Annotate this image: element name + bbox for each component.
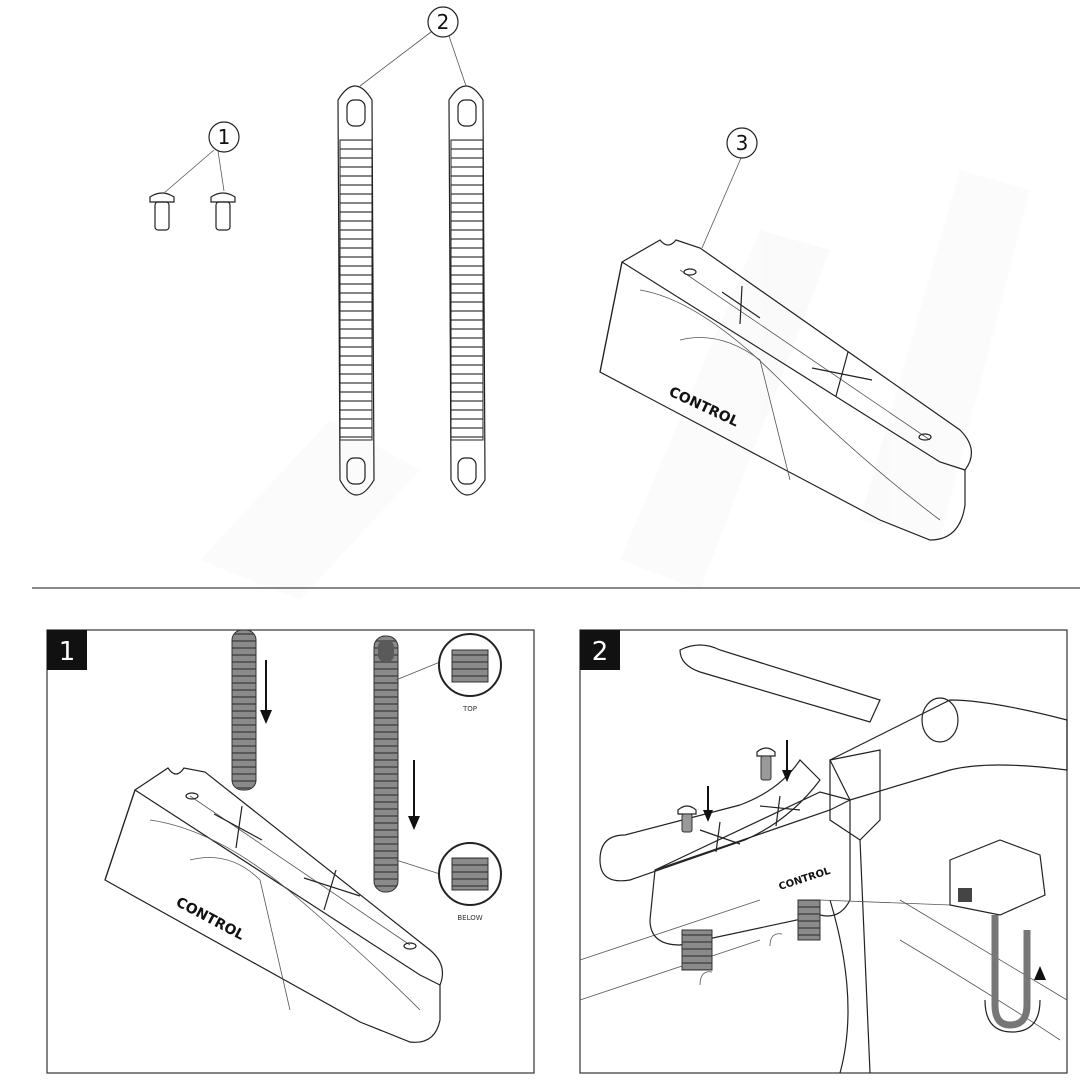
- down-arrow-icon: [782, 740, 792, 782]
- strap-right: [448, 85, 486, 496]
- step-1-panel: 1 CONTROL TOP: [46, 629, 535, 1074]
- callout-2-label: 2: [437, 10, 450, 34]
- bolt-left: [149, 192, 175, 231]
- step-2-number: 2: [592, 637, 609, 667]
- step-2-bolt-b: [756, 747, 776, 781]
- callout-3: 3: [726, 127, 758, 159]
- callout-2: 2: [427, 6, 459, 38]
- step-1-number: 1: [59, 637, 76, 667]
- callout-3-label: 3: [736, 131, 749, 155]
- down-arrow-icon: [703, 786, 713, 822]
- watermark: [200, 170, 1030, 600]
- step-2-panel: 2 CONTROL: [579, 629, 1068, 1074]
- detail-top-label: TOP: [462, 705, 477, 713]
- down-arrow-icon: [408, 760, 420, 830]
- callout-1: 1: [208, 121, 240, 153]
- step-1-strap-a: [231, 629, 257, 791]
- step-2-bolt-a: [677, 805, 697, 833]
- step-2-inset-detail: [949, 839, 1046, 1033]
- callout-1-label: 1: [218, 125, 231, 149]
- step-1-strap-b: [373, 635, 399, 893]
- bolt-parts: [149, 149, 236, 231]
- down-arrow-icon: [260, 660, 272, 724]
- strap-parts: [337, 28, 486, 496]
- detail-below-label: BELOW: [457, 914, 482, 922]
- strap-left: [337, 85, 375, 496]
- bolt-right: [210, 192, 236, 231]
